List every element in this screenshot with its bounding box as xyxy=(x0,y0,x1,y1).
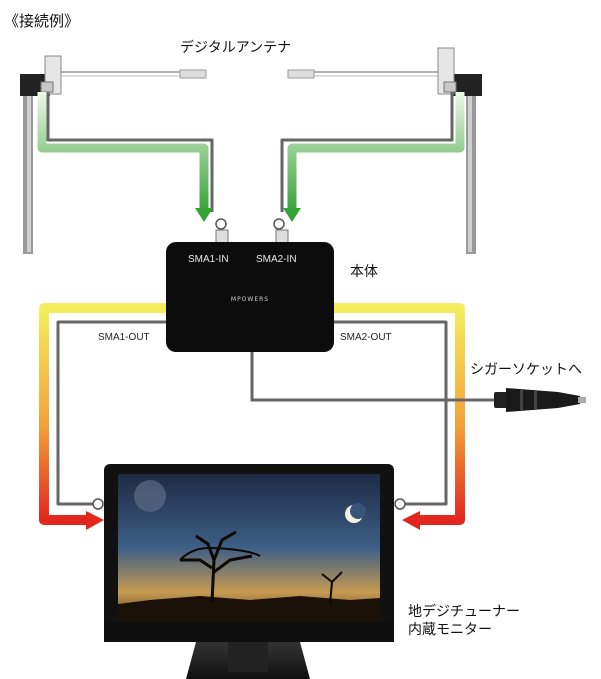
sma-connector-icon xyxy=(275,229,289,245)
input-cable-2 xyxy=(273,92,465,230)
cigar-socket-label: シガーソケットへ xyxy=(470,362,582,378)
cigar-plug-icon xyxy=(494,388,586,412)
tuner-unit: SMA1-IN SMA2-IN MPOWERS xyxy=(166,229,334,352)
monitor-label-line2: 内蔵モニター xyxy=(408,622,492,638)
unit-label: 本体 xyxy=(350,264,378,280)
left-antenna-icon xyxy=(20,55,207,254)
sma2-in-label: SMA2-IN xyxy=(256,254,297,265)
power-cable xyxy=(250,352,496,402)
monitor-icon xyxy=(104,464,394,679)
output-cable-2 xyxy=(334,303,465,530)
input-cable-1 xyxy=(37,92,227,230)
diagram-title: 《接続例》 xyxy=(4,12,79,30)
sma-connector-icon xyxy=(215,229,229,245)
antenna-label: デジタルアンテナ xyxy=(180,39,291,56)
monitor-label-line1: 地デジチューナー xyxy=(408,603,520,620)
sma1-out-label: SMA1-OUT xyxy=(98,332,150,343)
right-antenna-icon xyxy=(287,47,482,254)
sma1-in-label: SMA1-IN xyxy=(188,254,229,265)
brand-logo: MPOWERS xyxy=(231,296,269,303)
sma2-out-label: SMA2-OUT xyxy=(340,332,392,343)
output-cable-1 xyxy=(39,303,166,530)
